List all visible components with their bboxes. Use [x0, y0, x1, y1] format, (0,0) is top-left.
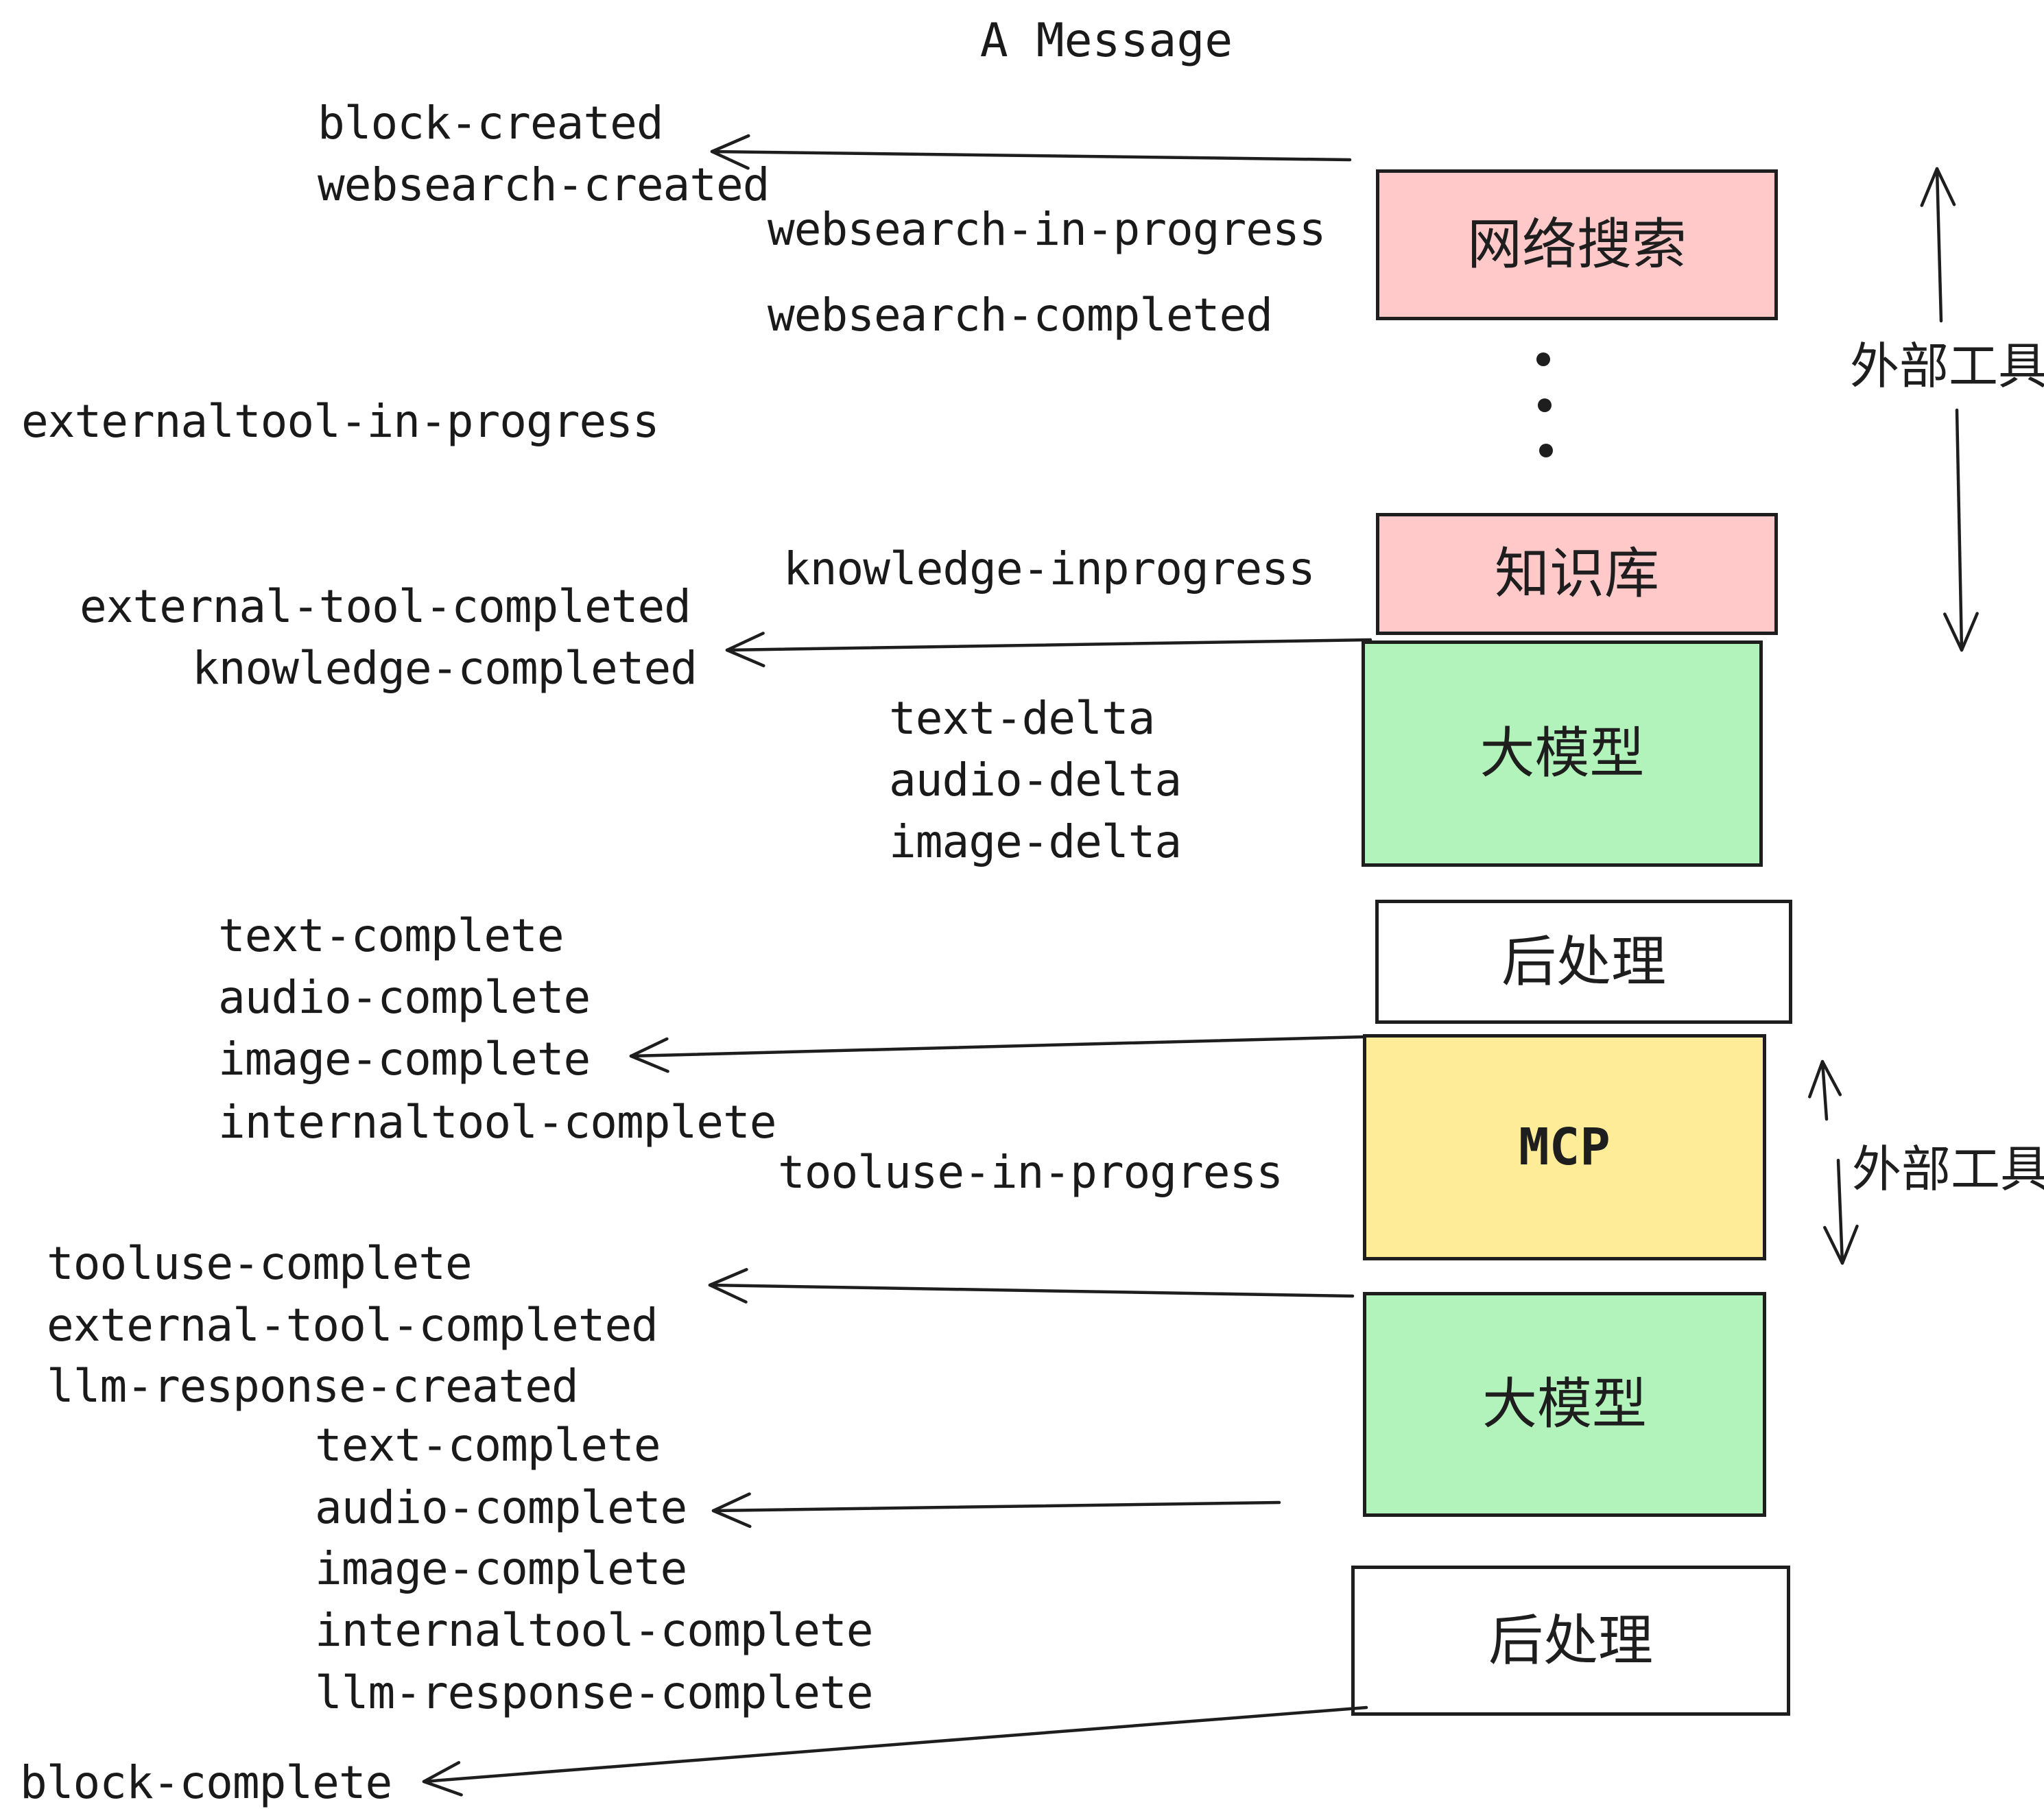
- side-label-external-tools-top: 外部工具: [1850, 339, 2044, 394]
- arrow-external-tools-top-down: [1943, 408, 1979, 652]
- event-label-text-delta: text-delta: [889, 692, 1155, 745]
- event-label-knowledge-inprogress: knowledge-inprogress: [783, 542, 1316, 595]
- box-llm-2: 大模型: [1363, 1292, 1766, 1517]
- event-label-audio-delta: audio-delta: [889, 754, 1182, 806]
- event-label-external-tool-completed-2: external-tool-completed: [47, 1299, 658, 1352]
- event-label-llm-response-complete: llm-response-complete: [315, 1666, 873, 1719]
- event-label-knowledge-completed: knowledge-completed: [192, 642, 698, 695]
- box-postprocess-2-label: 后处理: [1488, 1609, 1653, 1671]
- event-label-block-complete: block-complete: [20, 1756, 392, 1809]
- box-postprocess-1: 后处理: [1375, 900, 1792, 1024]
- event-label-audio-complete-2: audio-complete: [315, 1481, 687, 1534]
- event-label-externaltool-in-progress: externaltool-in-progress: [21, 395, 660, 448]
- box-llm-1: 大模型: [1362, 640, 1763, 867]
- ellipsis-dots: [1536, 352, 1553, 457]
- box-postprocess-1-label: 后处理: [1501, 931, 1666, 992]
- event-label-image-complete: image-complete: [218, 1033, 591, 1086]
- box-websearch: 网络搜索: [1376, 169, 1778, 320]
- event-label-image-delta: image-delta: [889, 815, 1182, 868]
- event-label-tooluse-in-progress: tooluse-in-progress: [778, 1146, 1283, 1199]
- box-knowledge-base-label: 知识库: [1495, 543, 1659, 604]
- arrow-to-block-complete: [422, 1705, 1368, 1797]
- event-label-websearch-created: websearch-created: [318, 158, 770, 211]
- event-label-websearch-completed: websearch-completed: [768, 289, 1273, 342]
- side-label-external-tools-bottom: 外部工具: [1852, 1142, 2044, 1197]
- event-label-llm-response-created: llm-response-created: [47, 1360, 579, 1413]
- event-label-external-tool-completed: external-tool-completed: [80, 580, 691, 633]
- event-label-internaltool-complete: internaltool-complete: [218, 1096, 776, 1149]
- box-postprocess-2: 后处理: [1351, 1566, 1790, 1716]
- box-llm-1-label: 大模型: [1479, 723, 1645, 784]
- box-websearch-label: 网络搜索: [1467, 214, 1687, 275]
- event-label-audio-complete: audio-complete: [218, 971, 591, 1024]
- arrow-to-knowledge-completed: [725, 632, 1372, 668]
- arrow-to-tooluse-complete: [708, 1268, 1355, 1304]
- event-label-websearch-in-progress: websearch-in-progress: [768, 203, 1326, 256]
- box-mcp: MCP: [1363, 1034, 1766, 1260]
- box-llm-2-label: 大模型: [1482, 1374, 1647, 1435]
- box-knowledge-base: 知识库: [1376, 513, 1778, 635]
- arrow-external-tools-top-up: [1920, 167, 1956, 323]
- arrow-external-tools-bottom-up: [1808, 1059, 1842, 1121]
- event-label-image-complete-2: image-complete: [315, 1542, 687, 1595]
- box-mcp-label: MCP: [1519, 1118, 1611, 1177]
- event-label-internaltool-complete-2: internaltool-complete: [315, 1604, 873, 1657]
- event-label-text-complete: text-complete: [218, 909, 565, 962]
- arrow-to-audio-complete: [711, 1492, 1281, 1529]
- arrow-to-websearch-created: [710, 134, 1352, 170]
- event-label-block-created: block-created: [318, 97, 664, 149]
- diagram-title: A Message: [979, 14, 1233, 68]
- event-label-text-complete-2: text-complete: [315, 1419, 661, 1472]
- arrow-to-image-complete: [629, 1035, 1366, 1073]
- event-label-tooluse-complete: tooluse-complete: [47, 1237, 473, 1290]
